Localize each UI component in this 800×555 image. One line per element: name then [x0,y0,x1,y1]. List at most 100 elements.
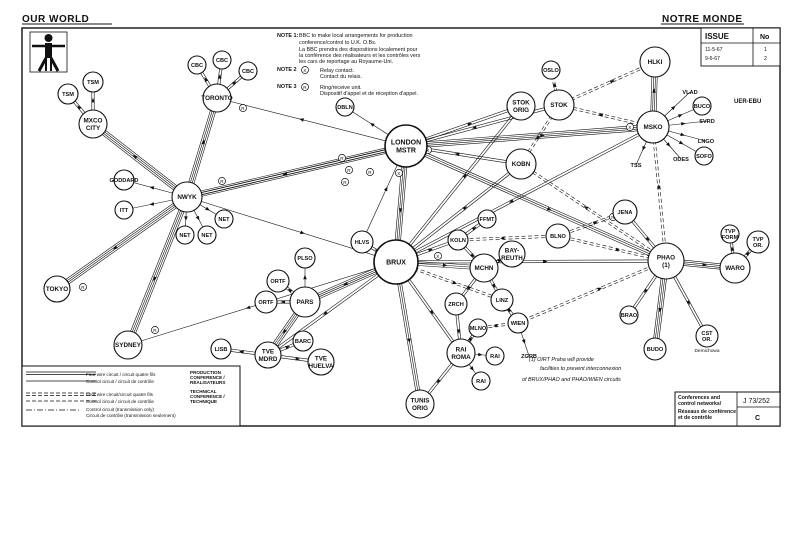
legend: Four wire circuit / circuit quatre fils … [21,365,241,427]
node-bayreuth: BAY-REUTH [498,240,526,268]
node-label: BRAO [621,313,638,319]
svg-text:R: R [368,170,372,175]
node-label: LINZ [496,298,509,304]
node-label: LISB [215,347,228,353]
link-brux-tvemdrd [267,260,397,357]
node-label: TVP [725,229,736,235]
issue-table: ISSUE No 11-5-67 1 9-6-67 2 [700,27,781,67]
node-barc: BARC [292,330,314,352]
legend-item: Four wire circuit / circuit quatre fils [86,372,156,377]
node-sublabel: Demichowa [694,348,719,354]
link-blno-koln [457,234,559,242]
node-cbc2: CBC [212,50,232,70]
node-label: REUTH [501,255,523,262]
note1-line: la conférence des réalisateurs et les co… [299,53,421,59]
node-goddard: GODDARD [110,169,139,191]
issue-no-header: No [760,34,769,41]
link-nwyk-tokyo [55,194,189,292]
node-label: TSM [87,80,99,86]
note1-line: conference/control to U.K. O.Bs. [299,40,376,46]
node-label: OR. [702,337,712,343]
node-waro: WARO [719,252,751,284]
node-wien: WIEN [507,312,529,334]
node-label: RAI [456,347,467,354]
ring-unit-icon: R [79,283,87,291]
svg-text:R: R [220,179,224,184]
node-label: DBLN [337,105,353,111]
node-kobn: KOBN [505,148,537,180]
link-phao-msko [651,126,668,262]
node-label: TVE [315,356,327,363]
node-label: KOBN [512,161,531,168]
note2-symbol: X [303,68,306,73]
node-label: BARC [295,339,311,345]
link-stok-london [405,103,560,148]
logo-figure-icon [29,31,68,73]
note3-label: NOTE 3 [277,84,296,90]
node-label: OSLO [543,68,559,74]
node-tokyo: TOKYO [43,275,71,303]
title-right: NOTRE MONDE [662,14,743,25]
node-label: PARS [296,299,313,306]
org-label: UER-EBU [734,99,761,105]
note3-line: Ring/receive unit. [320,85,362,91]
node-tss: TSS [631,163,642,169]
node-label: ROMA [451,354,471,361]
node-label: HLVS [355,240,370,246]
nodes-layer: TSMTSMMXCOCITYCBCCBCCBCTORONTOGODDARDNWY… [43,46,770,419]
drawing-ref: J 73/252 [743,398,770,405]
note2-label: NOTE 2 [277,67,296,73]
node-phao: PHAO(1) [647,242,685,280]
node-zgrb: ZGRB [521,354,537,360]
node-label: SYDNEY [115,342,142,349]
node-label: MCHN [475,265,494,272]
ring-unit-icon: R [345,166,353,174]
node-ortf2: ORTF [254,290,278,314]
svg-text:Conferences and: Conferences and [678,395,720,401]
node-label: VLAD [682,90,697,96]
node-label: SOFO [696,154,712,160]
drawing-rev: C [755,415,760,422]
svg-text:facilities to prevent intercon: facilities to prevent interconnexion [540,366,621,372]
node-odes: ODES [673,157,689,163]
node-label: TVP [753,237,764,243]
legend-item: Control circuit (transmission only) [86,407,154,412]
note2-line: Contact du relais. [320,74,362,80]
svg-text:X: X [397,171,400,176]
link-stok-hlki [558,60,656,107]
node-vlad: VLAD [682,90,697,96]
svg-text:X: X [426,148,429,153]
node-mlno: MLNO [468,318,488,338]
node-buco2: BUDO [643,337,667,361]
node-label: FORM [722,235,739,241]
node-label: MSKO [644,124,663,131]
note1-line: les cars de reportage au Royaume-Uni. [299,59,393,65]
svg-text:R: R [241,106,245,111]
ring-unit-icon: R [151,326,159,334]
node-label: LONDON [391,140,421,147]
ring-unit-icon: R [239,104,247,112]
node-label: NET [201,233,213,239]
node-ffmt: FFMT [477,209,497,229]
svg-text:R: R [611,215,615,220]
node-label: TVE [262,349,274,356]
node-ortf1: ORTF [266,269,290,293]
node-label: CBC [191,63,203,69]
node-label: NET [179,233,191,239]
svg-text:X: X [436,254,439,259]
svg-text:R: R [347,168,351,173]
node-label: BRUX [386,259,406,266]
node-label: GODDARD [110,178,139,184]
svg-text:R: R [340,156,344,161]
relay-contact-icon: X [434,252,442,260]
legend-item: Four wire circuit/circuit quatre fils [86,392,154,397]
link-nwyk-mxco [91,121,189,200]
node-label: STOK [550,102,568,109]
node-plso: PLSO [294,247,316,269]
issue-date: 9-6-67 [705,56,720,62]
node-sofo: SOFO [694,146,714,166]
